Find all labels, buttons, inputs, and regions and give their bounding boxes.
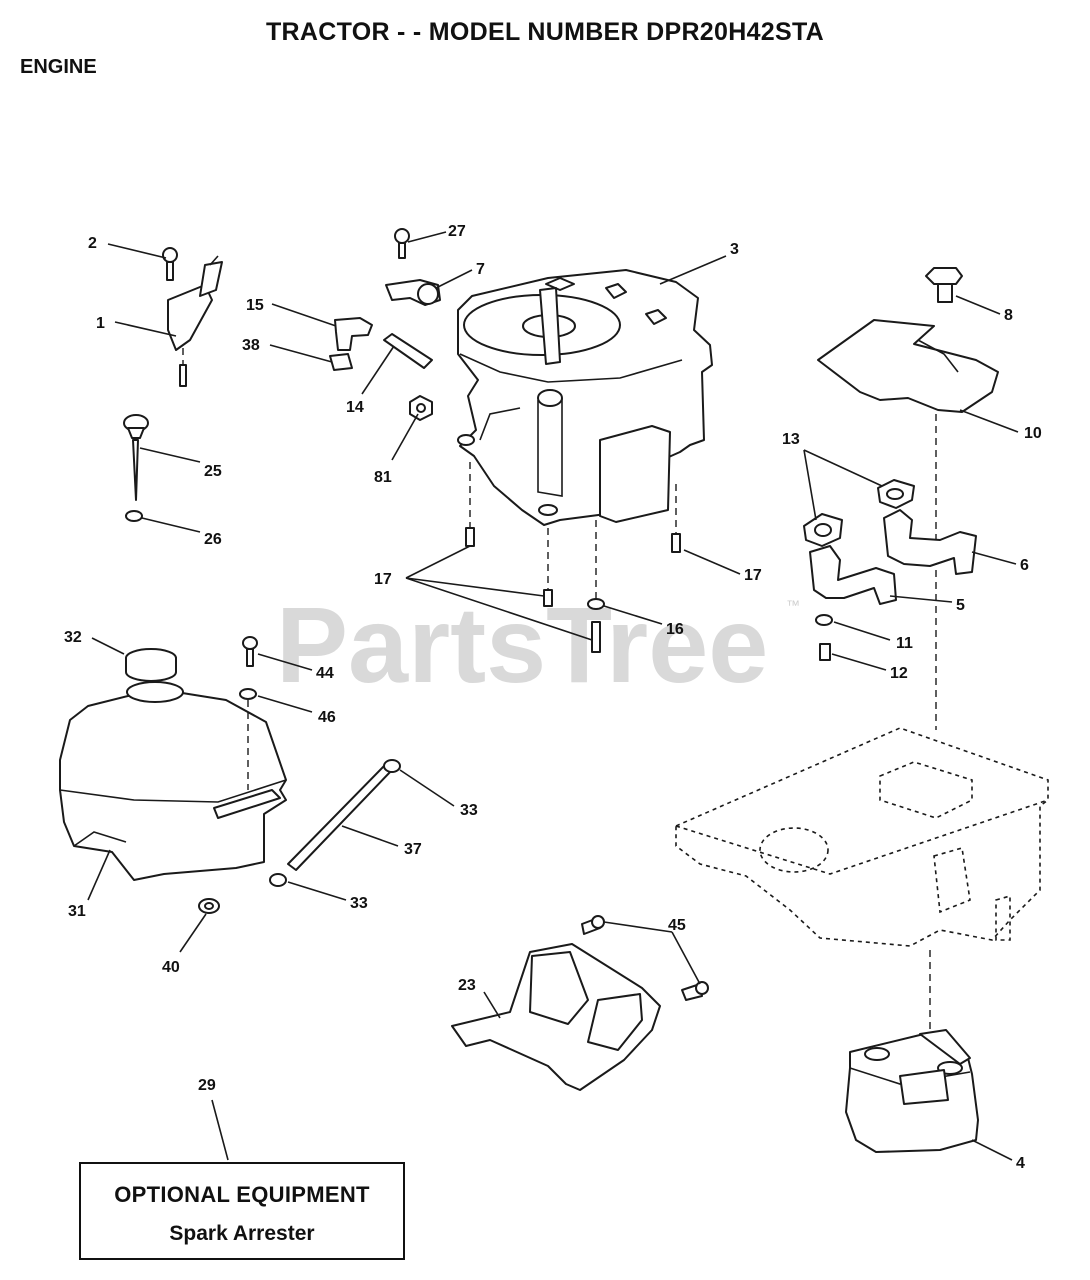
dipstick-seal [125,510,143,522]
callout-37: 37 [404,841,422,858]
callout-6: 6 [1020,557,1029,574]
clamp-screw [394,228,410,259]
screw [162,247,178,281]
hose-clamp [269,873,287,887]
callout-33-top: 33 [460,802,478,819]
muffler-shield [451,943,661,1091]
callout-23: 23 [458,977,476,994]
callout-3: 3 [730,241,739,258]
callout-4: 4 [1016,1155,1025,1172]
cable-clamp [385,279,441,306]
optional-equipment-box: OPTIONAL EQUIPMENT Spark Arrester [79,1162,405,1260]
lock-washer [815,614,833,626]
muffler [845,1029,979,1153]
callout-44: 44 [316,665,334,682]
fuel-cap [125,648,177,682]
callout-17-left: 17 [374,571,392,588]
elbow-fitting [334,317,373,351]
callouts: 2 1 3 27 7 15 38 14 81 25 26 8 10 13 6 5… [64,223,1042,1172]
callout-7: 7 [476,261,485,278]
tank-screw [242,636,258,667]
watermark-trademark: ™ [786,597,800,613]
engine-bolt [465,527,475,547]
callout-17-right: 17 [744,567,762,584]
optional-equipment-title: OPTIONAL EQUIPMENT [114,1182,370,1207]
fitting-nut [329,353,353,371]
chassis-plate [675,727,1049,947]
engine-bolt [671,533,681,553]
exhaust-pipe [883,509,977,575]
callout-46: 46 [318,709,336,726]
callout-2: 2 [88,235,97,252]
exhaust-gasket [877,479,915,509]
callout-31: 31 [68,903,86,920]
shield-screw [681,981,709,1001]
callout-81: 81 [374,469,392,486]
engine [457,269,713,526]
callout-13: 13 [782,431,800,448]
optional-equipment-item: Spark Arrester [169,1222,315,1245]
exhaust-gasket [803,513,843,547]
callout-38: 38 [242,337,260,354]
hose-clamp [383,759,401,773]
engine-washer [587,598,605,610]
tank-grommet [198,898,220,914]
exhaust-pipe [809,545,897,605]
leader-lines [87,231,1019,1161]
watermark: PartsTree [276,584,768,705]
callout-29: 29 [198,1077,216,1094]
exhaust-screw [819,643,831,661]
callout-32: 32 [64,629,82,646]
callout-1: 1 [96,315,105,332]
callout-5: 5 [956,597,965,614]
fuel-tank [59,681,287,881]
callout-27: 27 [448,223,466,240]
section-label: ENGINE [20,56,97,78]
breather-tube [383,333,433,369]
diagram-title: TRACTOR - - MODEL NUMBER DPR20H42STA [265,18,825,46]
tank-washer [239,688,257,700]
callout-14: 14 [346,399,364,416]
callout-10: 10 [1024,425,1042,442]
callout-8: 8 [1004,307,1013,324]
engine-bolt [591,621,601,653]
fuel-line [287,765,393,871]
hex-nut [409,395,433,421]
throttle-control-bracket [167,255,223,387]
knob [925,267,963,303]
callout-15: 15 [246,297,264,314]
callout-25: 25 [204,463,222,480]
engine-bolt [543,589,553,607]
shield-screw [581,915,605,935]
callout-11: 11 [896,635,913,652]
callout-26: 26 [204,531,222,548]
callout-45: 45 [668,917,686,934]
callout-12: 12 [890,665,908,682]
callout-33-bottom: 33 [350,895,368,912]
callout-40: 40 [162,959,180,976]
dipstick [123,414,149,501]
heat-shield [817,319,999,413]
callout-16: 16 [666,621,684,638]
